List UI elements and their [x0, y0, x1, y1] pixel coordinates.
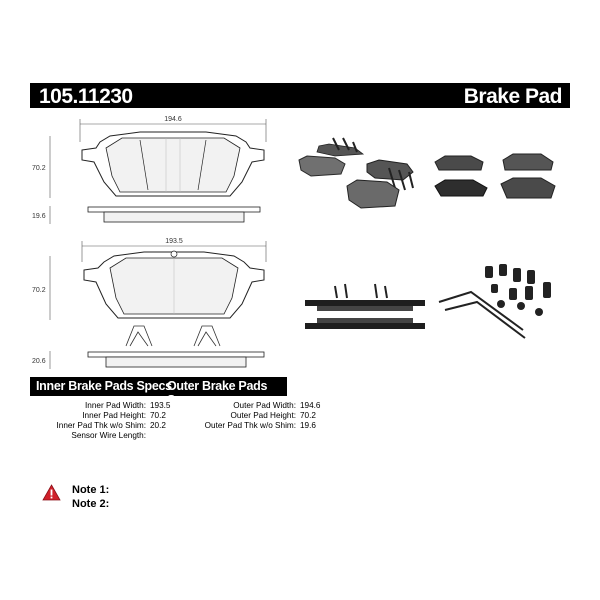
inner-thk-dim: 20.6 [32, 358, 46, 365]
outer-specs-labels: Outer Pad Width: Outer Pad Height: Outer… [160, 401, 296, 431]
inner-pad-height-value: 70.2 [150, 411, 166, 420]
outer-pad-friction [105, 137, 241, 193]
specs-header: Inner Brake Pads Specs Outer Brake Pads … [30, 377, 287, 407]
outer-pad-dimension-width: 194.6 [79, 116, 267, 142]
warning-icon [42, 484, 61, 501]
inner-pad-dimension-width: 193.5 [81, 238, 267, 262]
note-2-label: Note 2: [72, 498, 110, 510]
product-photos [298, 137, 556, 339]
technical-drawing: 194.6 70.2 19.6 193.5 70.2 [32, 116, 267, 369]
outer-specs-heading: Outer Brake Pads Specs [167, 379, 268, 407]
note-1-label: Note 1: [72, 484, 110, 496]
inner-height-dim: 70.2 [32, 287, 46, 294]
outer-thk-dim: 19.6 [32, 213, 46, 220]
outer-pad-thk-label: Outer Pad Thk w/o Shim: [204, 421, 296, 430]
inner-pad-clips [125, 325, 221, 347]
outer-pad-dimension-height: 70.2 [32, 136, 51, 198]
outer-pad-thk-value: 19.6 [300, 421, 316, 430]
outer-width-dim: 194.6 [164, 116, 182, 123]
pad-side-photo [305, 283, 425, 329]
outer-height-dim: 70.2 [32, 165, 46, 172]
outer-specs-values: 194.6 70.2 19.6 [296, 401, 336, 431]
pad-set-photo-1 [298, 137, 414, 209]
outer-pad-height-label: Outer Pad Height: [230, 411, 296, 420]
outer-pad-height-value: 70.2 [300, 411, 316, 420]
part-number: 105.11230 [39, 85, 133, 108]
outer-pad-width-label: Outer Pad Width: [233, 401, 296, 410]
inner-pad-width-label: Inner Pad Width: [85, 401, 146, 410]
header-bar: 105.11230 Brake Pad [30, 83, 570, 108]
inner-width-dim: 193.5 [165, 238, 183, 245]
inner-pad-width-value: 193.5 [150, 401, 171, 410]
inner-specs-values: 193.5 70.2 20.2 [146, 401, 186, 441]
sensor-wire-length-label: Sensor Wire Length: [71, 431, 146, 440]
inner-pad-thk-value: 20.2 [150, 421, 166, 430]
inner-pad-dimension-height: 70.2 [32, 256, 51, 320]
inner-specs-heading: Inner Brake Pads Specs [36, 379, 172, 393]
outer-pad-width-value: 194.6 [300, 401, 321, 410]
inner-pad-height-label: Inner Pad Height: [82, 411, 146, 420]
inner-pad-side-view: 20.6 [32, 351, 265, 369]
inner-specs-labels: Inner Pad Width: Inner Pad Height: Inner… [30, 401, 147, 441]
pad-set-photo-2 [434, 153, 556, 199]
inner-pad-thk-label: Inner Pad Thk w/o Shim: [56, 421, 147, 430]
outer-pad-side-view: 19.6 [32, 206, 261, 224]
hardware-kit-photo [438, 264, 551, 339]
product-type: Brake Pad [463, 85, 563, 108]
